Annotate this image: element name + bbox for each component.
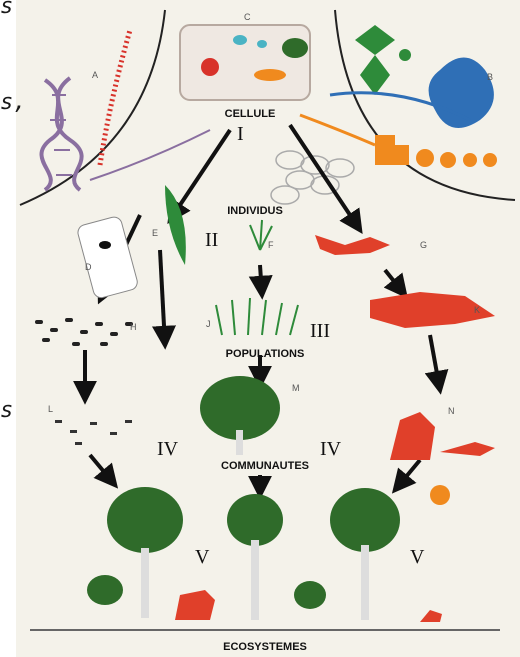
rna-strand-icon	[100, 30, 130, 165]
bacteria-population-h-icon	[35, 318, 133, 346]
community-n-icon	[390, 412, 495, 460]
roman-numeral-iv-left: IV	[157, 438, 179, 460]
marker-j: J	[206, 319, 211, 329]
marker-n: N	[448, 406, 455, 416]
roman-numeral-v-left: V	[195, 546, 210, 568]
marker-a: A	[92, 70, 98, 80]
marker-b: B	[487, 72, 493, 82]
fox-g-icon	[315, 235, 390, 255]
roman-numeral-i: I	[237, 123, 244, 145]
marker-d: D	[85, 262, 92, 272]
level-label-ecosystemes: ECOSYSTEMES	[223, 641, 307, 653]
molecule-link	[90, 130, 210, 180]
left-molecule-arc	[20, 10, 165, 205]
roman-numeral-ii: II	[205, 229, 218, 251]
marker-l: L	[48, 404, 53, 414]
level-label-individus: INDIVIDUS	[227, 205, 283, 217]
dna-helix-icon	[41, 78, 81, 190]
marker-g: G	[420, 240, 427, 250]
level-label-populations: POPULATIONS	[226, 348, 305, 360]
roman-numeral-v-right: V	[410, 546, 425, 568]
level-label-communautes: COMMUNAUTES	[221, 460, 309, 472]
roman-numeral-iv-right: IV	[320, 438, 342, 460]
roman-numeral-iii: III	[310, 320, 330, 342]
molecule-link-orange	[300, 115, 375, 145]
level-label-cellule: CELLULE	[225, 108, 276, 120]
marker-h: H	[130, 322, 137, 332]
marker-m: M	[292, 383, 300, 393]
algae-cell-e-icon	[165, 185, 186, 265]
community-l-icon	[55, 420, 132, 445]
protein-structure-icon	[355, 25, 411, 95]
orange-molecule-icon	[375, 135, 497, 168]
grass-population-j-icon	[216, 298, 298, 335]
marker-e: E	[152, 228, 158, 238]
plant-cell-d-icon	[76, 215, 139, 299]
marker-k: K	[474, 305, 480, 315]
ecosystem-trees	[87, 487, 400, 620]
marker-f: F	[268, 240, 274, 250]
cell-illustration	[180, 25, 310, 100]
marker-c: C	[244, 12, 251, 22]
community-m-icon	[200, 376, 280, 455]
